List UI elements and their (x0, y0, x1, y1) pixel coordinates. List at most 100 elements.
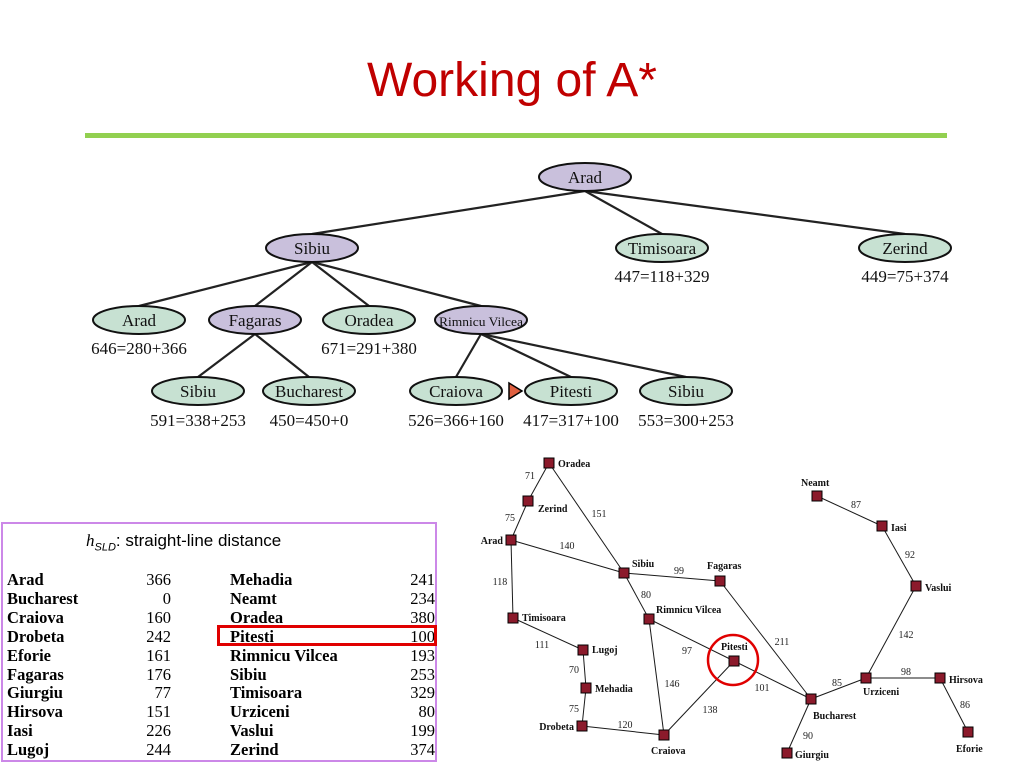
tree-edge (311, 261, 370, 307)
map-city-label: Rimnicu Vilcea (656, 605, 721, 616)
map-city-pitesti (728, 655, 740, 667)
heuristic-value: 241 (410, 570, 435, 589)
map-road-distance: 120 (618, 720, 633, 731)
pitesti-highlight-box (217, 625, 437, 646)
tree-node-label: Sibiu (180, 382, 216, 401)
heuristic-symbol: h (86, 531, 95, 550)
map-city-mehadia (580, 682, 592, 694)
map-road-distance: 70 (569, 665, 579, 676)
map-road-arad-timisoara (510, 539, 514, 619)
map-road-distance: 87 (851, 500, 861, 511)
map-city-zerind (522, 495, 534, 507)
map-road-oradea-zerind (527, 462, 550, 502)
heuristic-city: Zerind (230, 740, 279, 760)
map-city-oradea (543, 457, 555, 469)
tree-node-sibiu2 (151, 376, 245, 406)
tree-edge (480, 333, 572, 378)
tree-f-value: 450=450+0 (270, 411, 349, 430)
tree-node-label: Zerind (882, 239, 928, 258)
map-city-label: Iasi (891, 523, 907, 534)
map-city-label: Timisoara (522, 613, 566, 624)
map-city-iasi (876, 520, 888, 532)
map-road-distance: 86 (960, 700, 970, 711)
heuristic-value: 226 (146, 721, 171, 741)
heuristic-value: 329 (410, 683, 435, 703)
map-road-sibiu-fagaras (623, 572, 721, 582)
tree-edge (311, 260, 482, 308)
heuristic-city: Mehadia (230, 570, 293, 589)
map-city-urziceni (860, 672, 872, 684)
map-road-bucharest-urziceni (810, 677, 867, 700)
map-city-label: Arad (481, 536, 504, 547)
heuristic-value: 176 (146, 664, 171, 684)
tree-node-label: Rimnicu Vilcea (439, 314, 523, 329)
tree-edge (254, 261, 313, 307)
map-road-rimnicu-craiova (648, 618, 665, 736)
map-city-label: Mehadia (595, 684, 633, 695)
map-city-label: Fagaras (707, 561, 742, 572)
map-city-label: Vaslui (925, 583, 952, 594)
tree-node-label: Bucharest (275, 382, 343, 401)
map-road-oradea-sibiu (548, 462, 625, 574)
title-underline (85, 133, 947, 138)
heuristic-value: 100 (410, 626, 435, 646)
tree-f-value: 417=317+100 (523, 411, 619, 430)
map-road-craiova-pitesti (663, 660, 735, 736)
heuristic-city: Arad (7, 570, 44, 589)
heuristic-value: 80 (418, 702, 436, 722)
map-city-timisoara (507, 612, 519, 624)
heuristic-city: Lugoj (7, 740, 50, 760)
map-city-label: Urziceni (863, 687, 899, 698)
tree-node-label: Sibiu (668, 382, 704, 401)
tree-edge (138, 260, 313, 308)
heuristic-city: Sibiu (230, 664, 267, 684)
tree-node-label: Timisoara (628, 239, 697, 258)
map-road-distance: 75 (569, 704, 579, 715)
map-road-vaslui-iasi (881, 525, 917, 587)
map-city-neamt (811, 490, 823, 502)
map-city-label: Lugoj (592, 645, 618, 656)
tree-edge (480, 332, 687, 379)
map-city-vaslui (910, 580, 922, 592)
map-road-distance: 99 (674, 566, 684, 577)
map-road-distance: 138 (703, 705, 718, 716)
tree-node-fagaras (208, 305, 302, 335)
map-city-label: Drobeta (539, 722, 574, 733)
map-road-distance: 97 (682, 646, 692, 657)
map-city-highlight-circle (706, 633, 760, 687)
tree-node-arad2 (92, 305, 186, 335)
heuristic-city: Timisoara (230, 683, 303, 703)
heuristic-value: 380 (410, 607, 435, 627)
map-city-giurgiu (781, 747, 793, 759)
heuristic-city: Eforie (7, 645, 51, 665)
heuristic-city: Craiova (7, 607, 64, 627)
map-road-distance: 151 (592, 509, 607, 520)
heuristic-city: Oradea (230, 607, 284, 627)
map-road-distance: 111 (535, 640, 549, 651)
tree-edge (197, 333, 256, 378)
heuristic-city: Pitesti (230, 626, 274, 646)
map-city-arad (505, 534, 517, 546)
map-city-label: Sibiu (632, 559, 655, 570)
map-road-sibiu-rimnicu (623, 572, 650, 620)
heuristic-value: 234 (410, 588, 435, 608)
tree-node-oradea (322, 305, 416, 335)
tree-node-label: Pitesti (550, 382, 593, 401)
map-city-label: Giurgiu (795, 750, 829, 761)
tree-edge (311, 189, 586, 236)
heuristic-city: Neamt (230, 588, 277, 608)
map-city-sibiu (618, 567, 630, 579)
map-road-zerind-arad (510, 500, 529, 541)
map-city-hirsova (934, 672, 946, 684)
heuristic-value: 160 (146, 607, 171, 627)
slide-title: Working of A* (367, 54, 657, 107)
heuristic-city: Hirsova (7, 702, 63, 722)
heuristic-city: Giurgiu (7, 683, 63, 703)
map-road-urziceni-vaslui (865, 585, 917, 679)
map-city-drobeta (576, 720, 588, 732)
map-road-distance: 90 (803, 731, 813, 742)
map-road-arad-sibiu (510, 539, 625, 574)
heuristic-value: 199 (410, 721, 435, 741)
heuristic-city: Urziceni (230, 702, 290, 722)
